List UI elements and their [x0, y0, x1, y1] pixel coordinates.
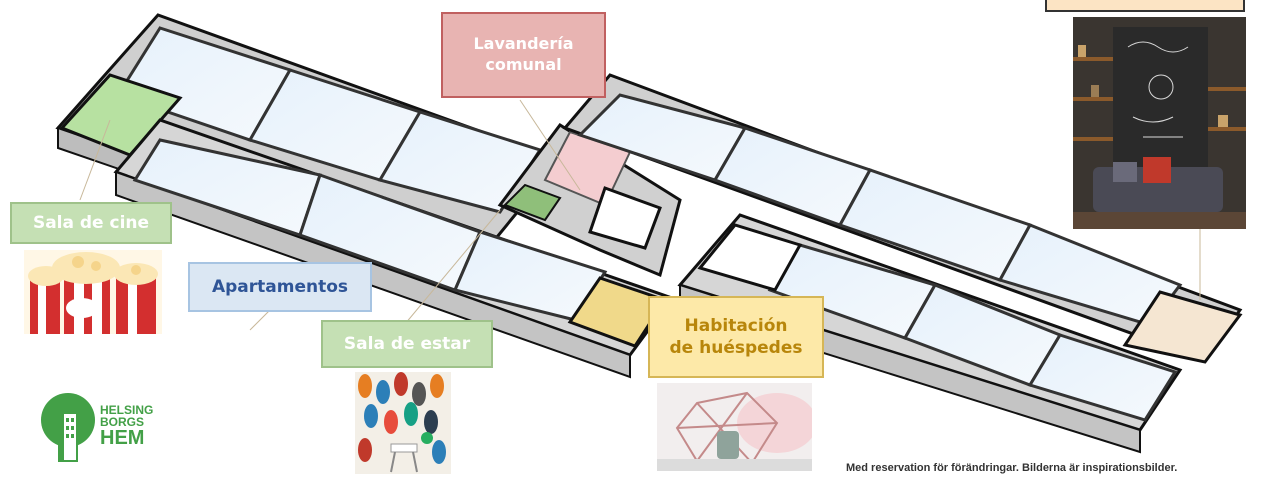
cinema-room — [59, 73, 183, 157]
disclaimer-footnote: Med reservation för förändringar. Bilder… — [846, 462, 1178, 474]
tree-house-icon — [41, 393, 95, 462]
logo-line-3: HEM — [100, 427, 145, 449]
top-right-room — [1122, 290, 1243, 364]
helsingborgshem-logo: HELSING BORGS HEM — [38, 392, 158, 462]
guest-label-text: Habitación de huéspedes — [669, 315, 803, 358]
wallpaper-photo — [355, 372, 451, 474]
living-label-text: Sala de estar — [343, 333, 471, 354]
logo-line-1: HELSING — [100, 403, 154, 417]
laundry-label-text: Lavandería comunal — [473, 34, 574, 74]
guest-room-photo — [657, 383, 812, 471]
laundry-label: Lavandería comunal — [441, 12, 606, 98]
guest-label: Habitación de huéspedes — [648, 296, 824, 378]
wing-upper-right — [562, 73, 1243, 364]
apartments-label-text: Apartamentos — [211, 276, 349, 297]
lounge-photo — [1073, 17, 1246, 229]
wing-middle — [113, 118, 675, 379]
logo-line-2: BORGS — [100, 415, 145, 429]
living-label: Sala de estar — [321, 320, 493, 368]
apartments-label: Apartamentos — [188, 262, 372, 312]
central-core — [497, 122, 682, 278]
cinema-label: Sala de cine — [10, 202, 172, 244]
cinema-label-text: Sala de cine — [32, 212, 150, 233]
popcorn-photo — [24, 250, 162, 334]
top-right-label — [1045, 0, 1245, 12]
logo-wordmark: HELSING BORGS HEM — [100, 404, 153, 448]
laundry-room — [503, 183, 562, 222]
